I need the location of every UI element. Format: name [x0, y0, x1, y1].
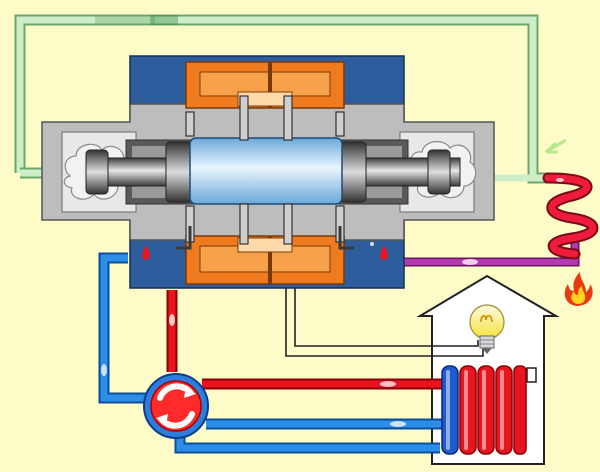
droplet-icon: [142, 246, 388, 260]
light-bulb-icon: [469, 304, 505, 354]
heater-coil-icon: [542, 172, 599, 260]
stirling-engine-icon: [41, 55, 495, 289]
lower-coil: [185, 235, 345, 285]
plunger-rods: [185, 95, 345, 245]
pump-icon: [143, 373, 209, 439]
cooling-loop: [14, 14, 548, 184]
upper-coil: [185, 61, 345, 109]
electric-wires: [285, 286, 484, 357]
thermostat-icon: [526, 367, 537, 383]
hot-water-pipe: [166, 290, 446, 390]
exhaust-pipe: [400, 240, 580, 267]
piston: [189, 137, 343, 205]
flow-arrow-icon: [544, 138, 567, 154]
cold-water-pipe: [98, 252, 450, 454]
flame-icon: [564, 272, 593, 306]
radiator-icon: [441, 365, 527, 455]
linkage: [176, 226, 354, 250]
